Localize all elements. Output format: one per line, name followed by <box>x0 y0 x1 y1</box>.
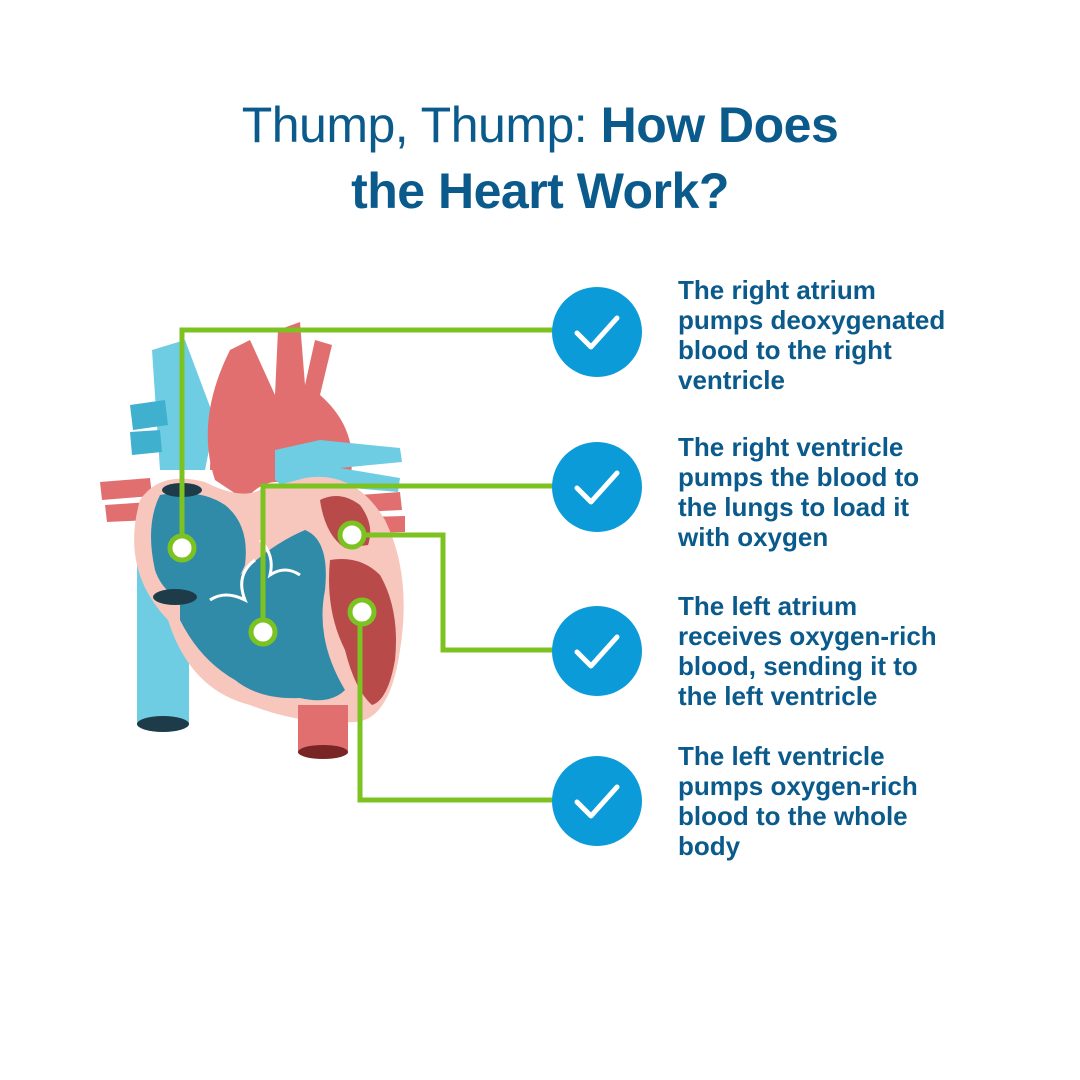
connector-left-atrium <box>352 532 553 653</box>
title-light: Thump, Thump: <box>241 97 601 153</box>
check-badge-1 <box>552 287 642 377</box>
item-line: blood to the whole <box>678 801 908 831</box>
title-bold-2: the Heart Work? <box>351 163 729 219</box>
chordae <box>258 538 301 579</box>
descending-aorta-opening <box>298 745 348 759</box>
item-line: pumps deoxygenated <box>678 305 946 335</box>
item-line: pumps oxygen-rich <box>678 771 918 801</box>
title-bold: How Does <box>600 97 839 153</box>
connector-right-atrium <box>179 327 553 548</box>
item-right-ventricle: The right ventricle pumps the blood to t… <box>678 432 998 552</box>
check-badge-4 <box>552 756 642 846</box>
inferior-vena-cava-opening <box>137 716 189 732</box>
marker-right-ventricle <box>248 617 278 647</box>
check-icon <box>574 470 620 505</box>
page-title: Thump, Thump: How Does the Heart Work? <box>0 92 1080 224</box>
item-line: The left ventricle <box>678 741 885 771</box>
superior-vena-cava-branch <box>130 430 162 455</box>
coronary-sinus-opening <box>153 589 197 605</box>
check-badges <box>552 287 642 846</box>
title-line-2: the Heart Work? <box>0 158 1080 224</box>
tricuspid-valve <box>209 558 256 604</box>
item-right-atrium: The right atrium pumps deoxygenated bloo… <box>678 275 998 395</box>
item-line: blood to the right <box>678 335 892 365</box>
item-line: The right atrium <box>678 275 876 305</box>
item-line: the lungs to load it <box>678 492 910 522</box>
pulmonary-vein <box>100 478 152 500</box>
connector-markers <box>167 520 377 647</box>
check-icon <box>574 634 620 669</box>
marker-right-atrium <box>167 533 197 563</box>
marker-left-atrium <box>337 520 367 550</box>
item-line: ventricle <box>678 365 785 395</box>
right-atrium <box>151 492 246 605</box>
item-line: The right ventricle <box>678 432 904 462</box>
item-line: the left ventricle <box>678 681 878 711</box>
check-icon <box>574 784 620 819</box>
check-badge-3 <box>552 606 642 696</box>
item-line: The left atrium <box>678 591 858 621</box>
item-left-atrium: The left atrium receives oxygen-rich blo… <box>678 591 998 711</box>
title-line-1: Thump, Thump: How Does <box>0 92 1080 158</box>
item-line: blood, sending it to <box>678 651 918 681</box>
superior-vena-cava-branch <box>130 400 168 430</box>
check-icon <box>574 315 620 350</box>
marker-left-ventricle <box>347 597 377 627</box>
item-left-ventricle: The left ventricle pumps oxygen-rich blo… <box>678 741 998 861</box>
check-badge-2 <box>552 442 642 532</box>
item-line: receives oxygen-rich <box>678 621 937 651</box>
item-line: body <box>678 831 741 861</box>
item-line: with oxygen <box>678 522 829 552</box>
item-line: pumps the blood to <box>678 462 920 492</box>
connector-right-ventricle <box>260 483 553 632</box>
